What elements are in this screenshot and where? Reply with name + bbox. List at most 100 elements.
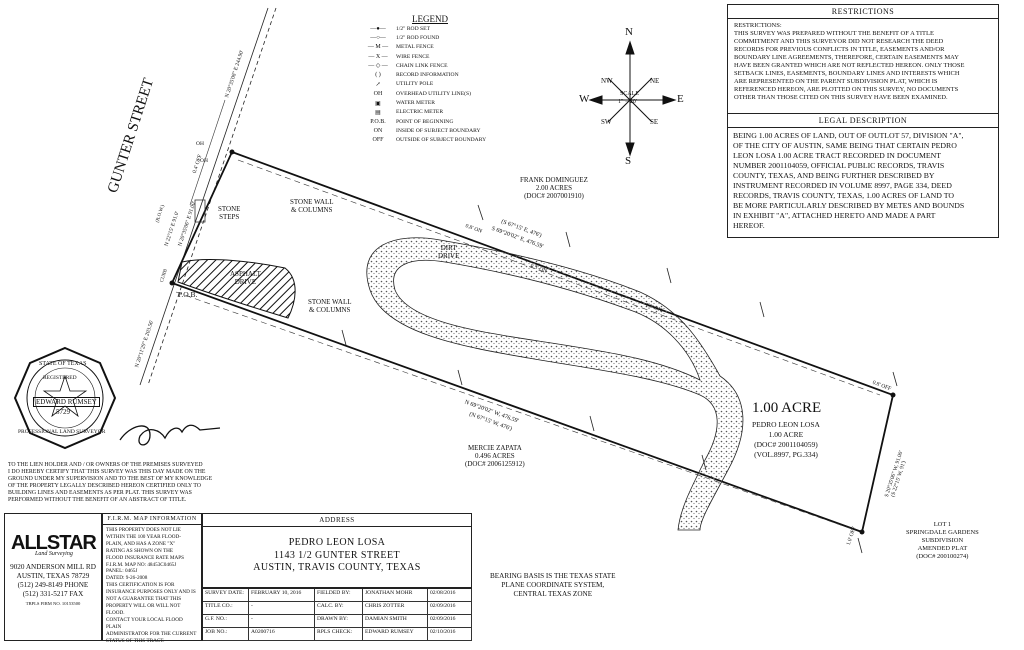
pob-label: P.O.B.: [178, 290, 198, 299]
text-line: FLOOD INSURANCE RATE MAPS: [106, 554, 184, 561]
company-firm: TBPLS FIRM NO. 10153500: [25, 601, 81, 606]
title-block-cell: FIELDED BY:: [315, 589, 363, 602]
text-line: COUNTY, TEXAS, AND BEING FURTHER DESCRIB…: [733, 171, 935, 180]
legend-symbol: — ◇ —: [368, 63, 388, 70]
title-block-cell: 02/09/2016: [428, 615, 472, 628]
text-line: I DO HEREBY CERTIFY THAT THIS SURVEY WAS…: [8, 469, 206, 475]
legend-item: — M — METAL FENCE: [360, 43, 500, 52]
text-line: SETBACK LINES, EASEMENTS, BOUNDARY LINES…: [734, 70, 960, 77]
seal-bottom: PROFESSIONAL LAND SURVEYOR: [18, 429, 106, 435]
compass-w: W: [579, 93, 590, 105]
text-line: OF THE PROPERTY LEGALLY DESCRIBED HEREON…: [8, 483, 201, 489]
text-line: REFERENCED HEREON, ARE PLOTTED ON THIS S…: [734, 86, 959, 93]
text-line: F.I.R.M. MAP NO: 48453C0465J: [106, 561, 177, 568]
text-line: BE MORE PARTICULARLY DESCRIBED BY METES …: [733, 201, 965, 210]
compass-n: N: [625, 26, 633, 38]
text-line: OF THE CITY OF AUSTIN, SAME BEING THAT C…: [733, 141, 957, 150]
title-block-cell: A0200716: [249, 628, 315, 641]
legend-text: OVERHEAD UTILITY LINE(S): [396, 90, 471, 97]
legend-item: ↗UTILITY POLE: [360, 80, 500, 89]
legend-symbol: — M —: [367, 44, 389, 51]
rod-markers: [169, 149, 896, 535]
text-line: TO THE LIEN HOLDER AND / OR OWNERS OF TH…: [8, 462, 203, 468]
legend-item: ▤ELECTRIC METER: [360, 108, 500, 117]
legend-item: —○— 1/2" ROD FOUND: [360, 33, 500, 42]
text-line: DATED: 9-26-2008: [106, 575, 148, 582]
compass-se: SE: [650, 118, 659, 126]
text-line: COMMITMENT AND THIS SURVEYOR DID NOT RES…: [734, 38, 944, 45]
text-line: LEON LOSA 1.00 ACRE TRACT RECORDED IN DO…: [733, 151, 942, 160]
restrictions-box: RESTRICTIONS RESTRICTIONS:THIS SURVEY WA…: [727, 4, 999, 122]
title-block-cell: -: [249, 602, 315, 615]
restrictions-text: RESTRICTIONS:THIS SURVEY WAS PREPARED WI…: [728, 19, 998, 105]
text-line: STATUS OF THIS TRACT.: [106, 637, 165, 644]
legend-title: LEGEND: [412, 14, 448, 24]
text-line: HAVE BEEN GRANTED WHICH ARE NOT REFLECTE…: [734, 62, 965, 69]
text-line: NOT A GUARANTEE THAT THIS: [106, 596, 182, 603]
legend-symbol: — X —: [368, 53, 388, 60]
text-line: THIS PROPERTY DOES NOT LIE: [106, 527, 181, 533]
legend-text: 1/2" ROD SET: [396, 25, 430, 32]
firm-map-box: F.I.R.M. MAP INFORMATION THIS PROPERTY D…: [102, 513, 202, 644]
legend-symbol: ▤: [375, 109, 381, 116]
text-line: 9020 ANDERSON MILL RD: [10, 563, 96, 571]
legend-item: —●— 1/2" ROD SET: [360, 24, 500, 33]
stone-steps: [194, 199, 206, 223]
legend-symbol: ↗: [375, 81, 381, 88]
legend-text: CHAIN LINK FENCE: [396, 62, 448, 69]
title-block-cell: RPLS CHECK:: [315, 628, 363, 641]
text-line: AUSTIN, TEXAS 78729: [16, 572, 90, 580]
title-block-cell: CHRIS ZOTTER: [363, 602, 428, 615]
legend-item: — ◇ — CHAIN LINK FENCE: [360, 61, 500, 70]
legend-symbol: —●—: [370, 25, 386, 32]
surveyor-signature: [119, 424, 221, 446]
compass-ne: NE: [650, 77, 660, 85]
text-line: INSURANCE PURPOSES ONLY AND IS: [106, 589, 196, 596]
legend-text: POINT OF BEGINNING: [396, 118, 454, 125]
seal-registered: REGISTERED: [43, 375, 77, 381]
text-line: INSTRUMENT RECORDED IN VOLUME 8997, PAGE…: [733, 181, 952, 190]
title-block-cell: SURVEY DATE:: [203, 589, 249, 602]
legend-text: METAL FENCE: [396, 44, 434, 51]
text-line: OTHER THAN THOSE CITED ON THIS SURVEY HA…: [734, 94, 948, 101]
title-block-cell: DRAWN BY:: [315, 615, 363, 628]
legend-items: —●— 1/2" ROD SET —○— 1/2" ROD FOUND — M — MET…: [360, 24, 500, 145]
seal-top: STATE OF TEXAS: [39, 361, 87, 367]
company-sub: Land Surveying: [35, 551, 73, 557]
legend-item: P.O.B.POINT OF BEGINNING: [360, 117, 500, 126]
title-block-cell: 02/08/2016: [428, 589, 472, 602]
text-line: RATING AS SHOWN ON THE: [106, 547, 174, 554]
utility-marks: [341, 204, 898, 554]
text-line: RECORDS, TRAVIS COUNTY, TEXAS, 1.00 ACRE…: [733, 191, 954, 200]
legend-symbol: —○—: [370, 34, 386, 41]
text-line: ARE REPRESENTED ON THE PARENT SUBDIVISIO…: [734, 78, 938, 85]
legend-item: ▣WATER METER: [360, 98, 500, 107]
legal-description-box: LEGAL DESCRIPTION BEING 1.00 ACRES OF LA…: [727, 113, 999, 238]
legend-symbol: ON: [373, 127, 383, 134]
title-block-cell: DAMIAN SMITH: [363, 615, 428, 628]
text-line: GROUND UNDER MY SUPERVISION AND TO THE B…: [8, 476, 213, 482]
compass-scale-value: 1" = 20': [618, 99, 637, 105]
asphalt-drive: [177, 259, 296, 319]
title-block-cell: JOB NO.:: [203, 628, 249, 641]
legend-text: 1/2" ROD FOUND: [396, 34, 440, 41]
oh-label-1: OH: [200, 158, 208, 164]
text-line: IN EXHIBIT "A", ATTACHED HERETO AND MADE…: [733, 211, 936, 220]
title-block-cell: FEBRUARY 10, 2016: [249, 589, 315, 602]
company-brand: ALLSTAR: [11, 532, 97, 554]
legend: LEGEND —●—1/2" ROD SET—○—1/2" ROD FOUND—…: [360, 14, 500, 145]
firm-title: F.I.R.M. MAP INFORMATION: [103, 514, 201, 525]
text-line: PERFORMED WITHOUT THE BENEFIT OF AN ABST…: [8, 497, 187, 503]
title-block-cell: JONATHAN MOHR: [363, 589, 428, 602]
compass-sw: SW: [601, 118, 612, 126]
